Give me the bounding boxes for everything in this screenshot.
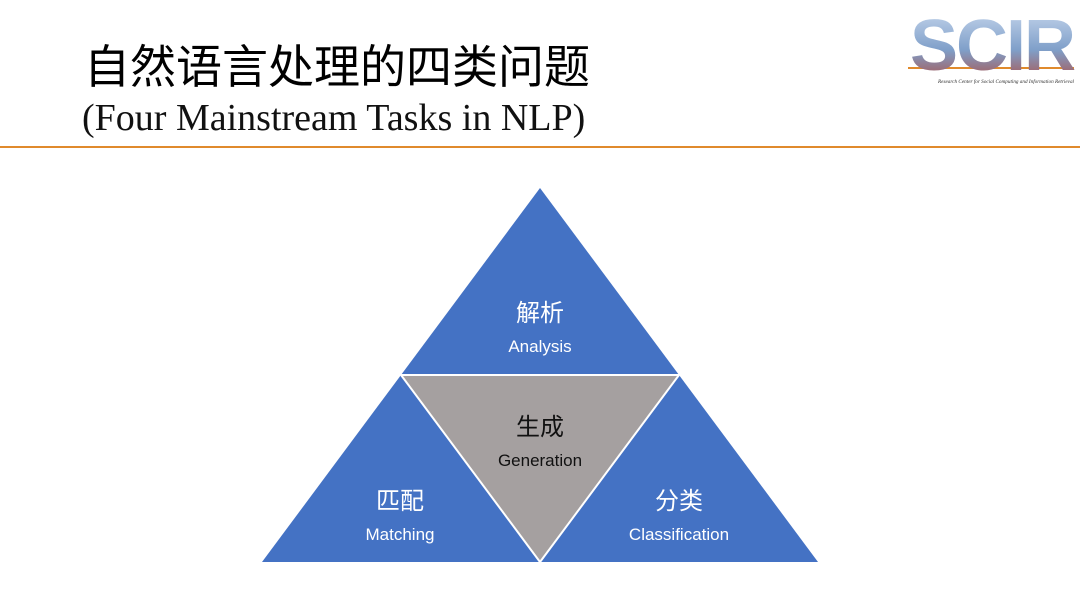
classification-en: Classification xyxy=(628,525,730,544)
generation-en: Generation xyxy=(497,451,583,470)
center-triangle xyxy=(401,375,679,562)
matching-en: Matching xyxy=(365,525,435,544)
divider-line xyxy=(539,374,680,563)
matching-cn: 匹配 xyxy=(376,487,424,515)
slide-title: 自然语言处理的四类问题 xyxy=(84,40,590,94)
logo-wordmark: SCIR xyxy=(910,8,1075,86)
classification-cn: 分类 xyxy=(655,487,703,515)
generation-cn: 生成 xyxy=(516,413,564,441)
header-divider xyxy=(0,146,1080,148)
triangle-dividers xyxy=(400,374,680,563)
divider-line xyxy=(400,374,541,563)
analysis-cn: 解析 xyxy=(516,299,564,327)
label-generation: 生成 Generation xyxy=(440,412,640,472)
label-classification: 分类 Classification xyxy=(579,486,779,546)
analysis-en: Analysis xyxy=(508,337,572,356)
scir-logo: SCIR Research Center for Social Computin… xyxy=(908,8,1076,86)
slide-subtitle: (Four Mainstream Tasks in NLP) xyxy=(82,97,586,139)
label-analysis: 解析 Analysis xyxy=(440,298,640,358)
logo-subtitle: Research Center for Social Computing and… xyxy=(937,78,1075,85)
label-matching: 匹配 Matching xyxy=(300,486,500,546)
